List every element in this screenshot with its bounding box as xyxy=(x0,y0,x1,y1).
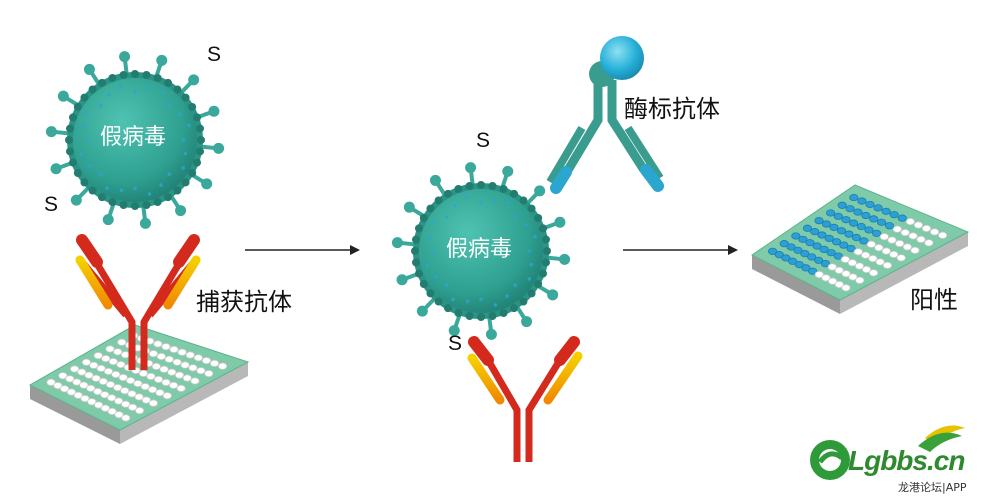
s-protein-label-1: S xyxy=(207,43,222,66)
pseudovirus-label-center: 假病毒 xyxy=(445,237,512,262)
enzyme-bead xyxy=(600,36,644,80)
watermark-brand: Lgbbs.cn xyxy=(848,445,965,476)
capture-antibody-left xyxy=(75,234,201,370)
arrow-step-2 xyxy=(623,245,738,255)
enzyme-antibody-label: 酶标抗体 xyxy=(624,95,720,123)
capture-antibody-label: 捕获抗体 xyxy=(196,288,292,316)
s-protein-label-2: S xyxy=(44,193,59,216)
watermark-logo-icon xyxy=(810,425,965,480)
s-protein-label-4: S xyxy=(448,332,463,355)
watermark-subtitle: 龙港论坛|APP xyxy=(898,481,967,494)
microplate-positive xyxy=(751,184,970,314)
microplate-left xyxy=(28,324,250,444)
pseudovirus-label-left: 假病毒 xyxy=(99,125,166,150)
capture-antibody-center xyxy=(467,336,583,462)
pseudovirus-left xyxy=(45,51,225,229)
enzyme-antibody xyxy=(546,36,664,194)
pseudovirus-center xyxy=(391,162,571,340)
arrow-step-1 xyxy=(245,245,360,255)
positive-label: 阳性 xyxy=(910,286,958,314)
s-protein-label-3: S xyxy=(476,129,491,152)
